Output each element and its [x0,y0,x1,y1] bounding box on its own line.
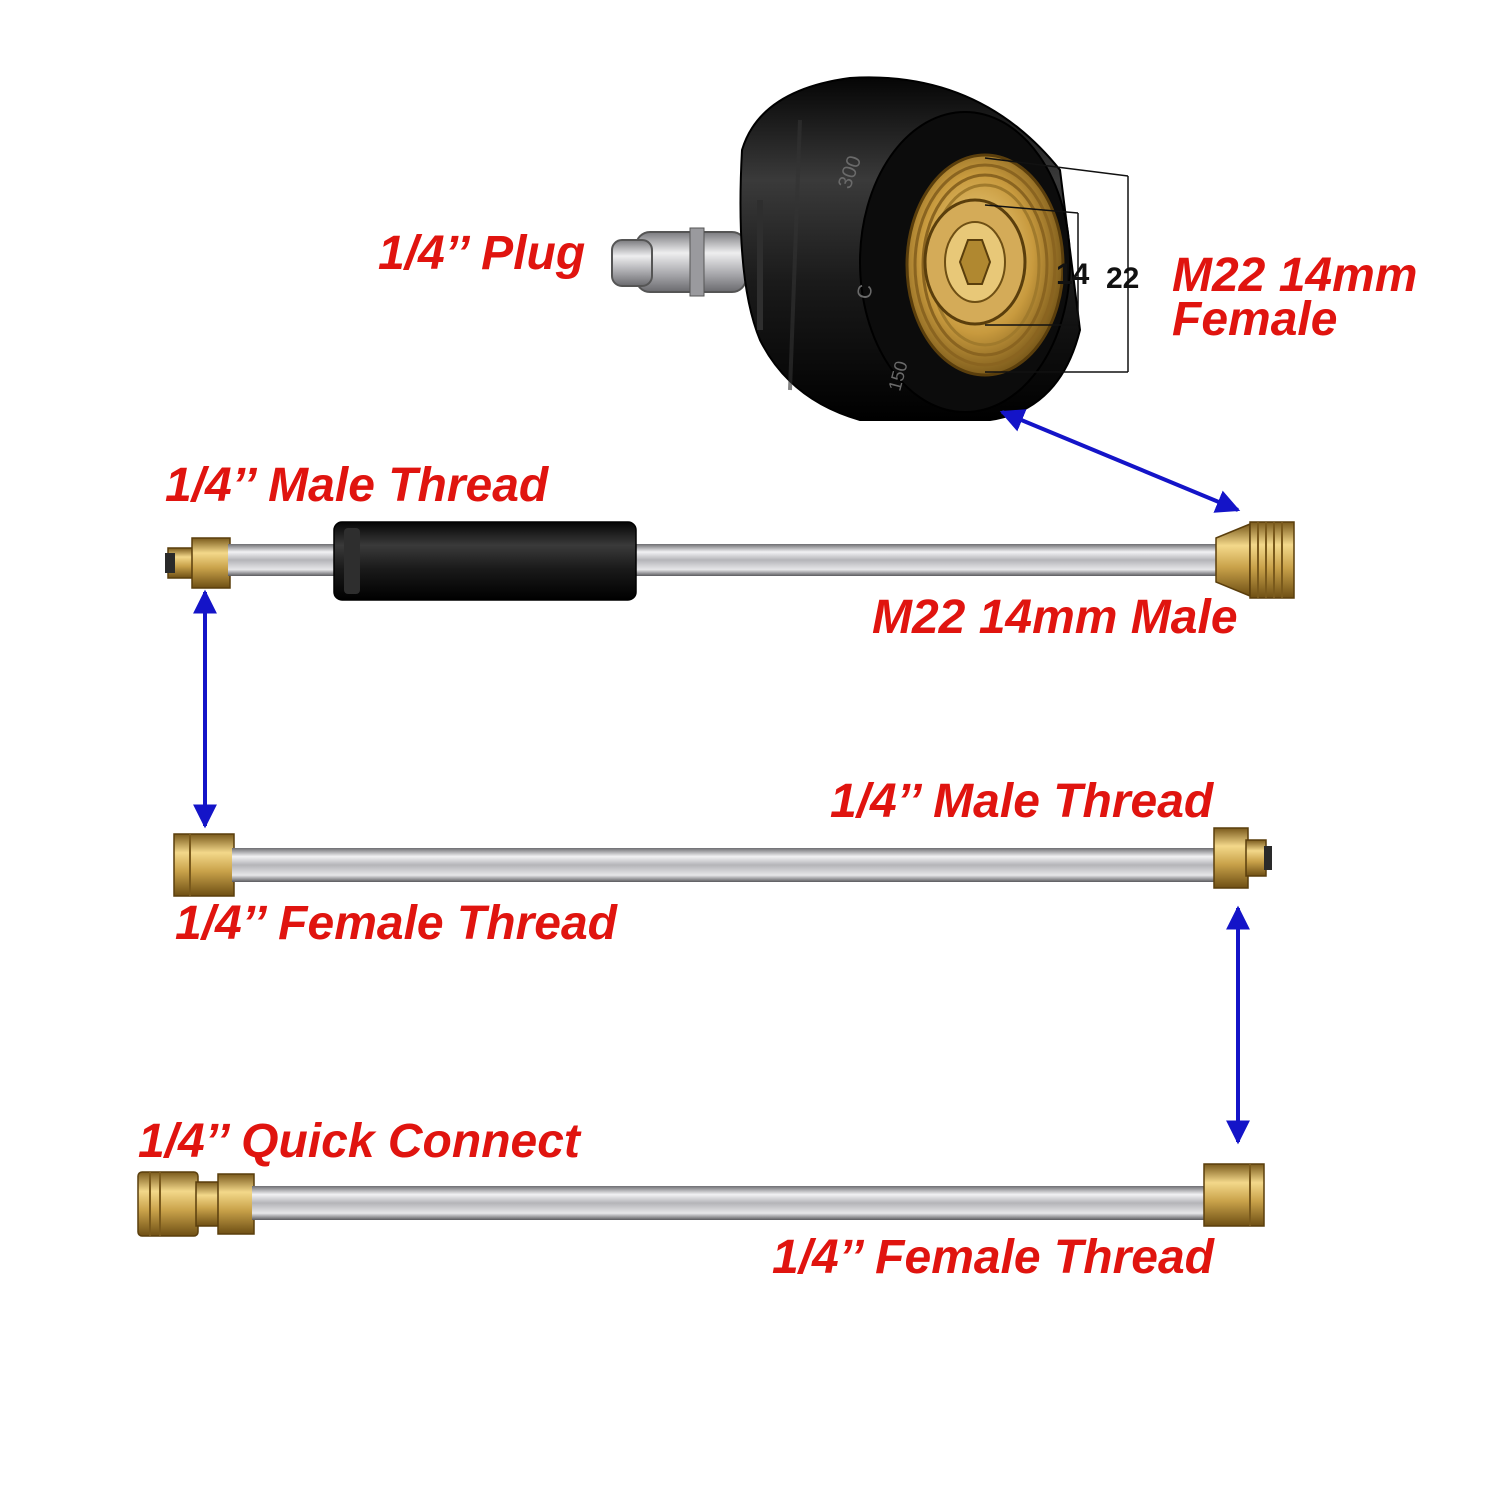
label-rod1-male-thread: 1/4’’ Male Thread [165,459,549,512]
connection-arrows [193,409,1250,1145]
label-m22-female-line1: M22 14mm [1172,249,1418,302]
label-rod2-female-thread: 1/4’’ Female Thread [175,897,617,950]
label-plug: 1/4’’ Plug [378,227,586,280]
extension-wand-with-grip [165,521,1295,601]
quarter-inch-plug [611,227,747,297]
dimension-lines [984,157,1129,373]
label-m22-male: M22 14mm Male [872,591,1238,644]
label-rod2-male-thread: 1/4’’ Male Thread [830,775,1214,828]
connection-arrow-icon [999,409,1241,513]
label-quick-connect: 1/4’’ Quick Connect [138,1115,580,1168]
dimension-22: 22 [1106,262,1139,295]
m22-coupler-adapter: 300 C 150 [611,76,1082,421]
marking-c: C [853,283,877,301]
dimension-14: 14 [1056,258,1090,291]
extension-rod [173,827,1272,897]
extension-rod-quick-connect [137,1163,1265,1237]
label-m22-female-line2: Female [1172,293,1338,346]
label-rod3-female-thread: 1/4’’ Female Thread [772,1231,1214,1284]
